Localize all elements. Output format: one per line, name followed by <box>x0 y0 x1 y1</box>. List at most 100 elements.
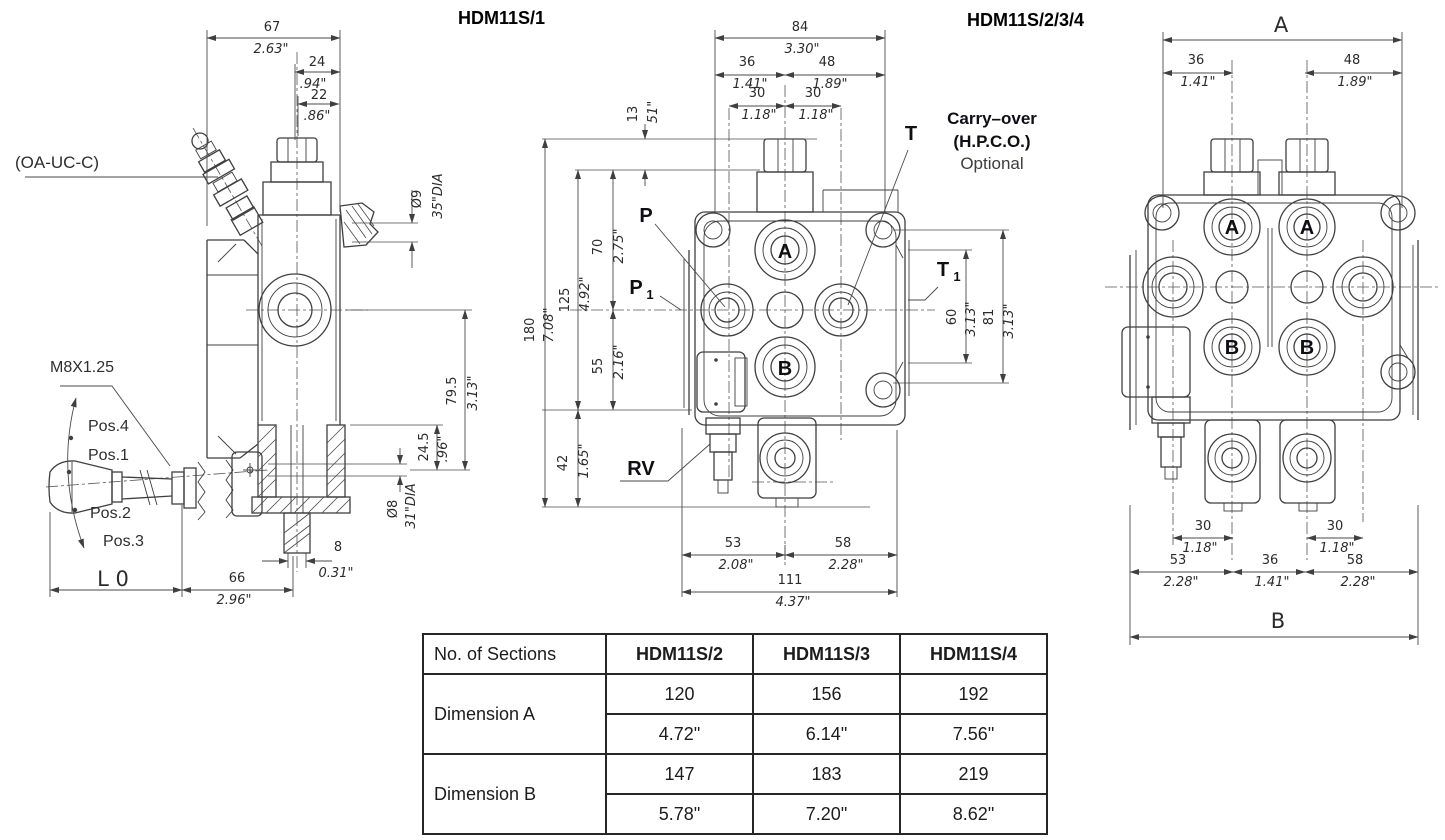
dim-53-bot-mm: 53 <box>1170 553 1187 568</box>
carry-over-title: Carry–over <box>947 109 1037 128</box>
front-view-dimensions <box>542 30 1009 597</box>
thread-callout: M8X1.25 <box>50 359 114 376</box>
table-cell-a-in-2: 4.72" <box>605 713 754 755</box>
port-b2-label: B <box>1300 337 1314 359</box>
side-view-dimensions <box>25 30 472 597</box>
table-label-dimension-b: Dimension B <box>422 753 607 835</box>
dim-24-mm: 24 <box>309 55 326 70</box>
table-cell-b-in-3: 7.20" <box>752 793 901 835</box>
carry-over-optional: Optional <box>960 154 1023 173</box>
table-header-hdm11s2: HDM11S/2 <box>605 633 754 675</box>
dim-180-mm: 180 <box>523 318 538 343</box>
relief-valve <box>191 132 264 237</box>
dim-dia8-in: 31"DIA <box>404 483 419 528</box>
table-cell-b-mm-3: 183 <box>752 753 901 795</box>
table-cell-a-mm-4: 192 <box>899 673 1048 715</box>
dim-36-top-in: 1.41" <box>1181 75 1216 90</box>
dim-111-in: 4.37" <box>776 595 811 610</box>
dim-22-in: .86" <box>304 109 331 124</box>
port-p1-subscript: 1 <box>646 287 653 302</box>
dim-53-in: 2.08" <box>719 558 754 573</box>
dim-dia9-mm: Ø9 <box>410 190 425 209</box>
pos3-label: Pos.3 <box>103 533 144 550</box>
dim-53-bot-in: 2.28" <box>1164 575 1199 590</box>
dim-30a-bot-mm: 30 <box>1195 519 1212 534</box>
dimension-table: No. of Sections HDM11S/2 HDM11S/3 HDM11S… <box>422 633 1048 835</box>
dim-22-mm: 22 <box>311 88 328 103</box>
lever-length-label: L 0 <box>97 567 129 591</box>
dim-13-mm: 13 <box>626 106 641 123</box>
front-view-hdm11s1: HDM11S/1 84 3.30" 36 1.41" 48 1.89" 30 1… <box>458 8 1037 610</box>
table-label-dimension-a: Dimension A <box>422 673 607 755</box>
dim-48-in: 1.89" <box>813 77 848 92</box>
dim-245-mm: 24.5 <box>417 433 432 462</box>
dim-58-in: 2.28" <box>829 558 864 573</box>
dim-24-in: .94" <box>300 77 327 92</box>
dim-111-mm: 111 <box>778 573 803 588</box>
pos2-label: Pos.2 <box>90 505 131 522</box>
table-row-dimension-b-inch: 5.78" 7.20" 8.62" <box>423 793 1048 835</box>
mount-flange <box>251 424 351 554</box>
dim-60-in: 3.13" <box>964 302 979 337</box>
dim-81-in: 3.13" <box>1002 304 1017 339</box>
dim-42-in: 1.65" <box>577 444 592 479</box>
view-title-hdm11s234: HDM11S/2/3/4 <box>967 10 1084 30</box>
port-t1-label: T <box>937 259 949 281</box>
side-view-drawing: (OA-UC-C) 67 2.63" 24 .94" 22 .86" Ø9 35… <box>15 20 481 608</box>
port-b-label: B <box>778 358 792 380</box>
dim-13-in: 51" <box>646 101 661 124</box>
dim-60-mm: 60 <box>945 309 960 326</box>
port-t1-subscript: 1 <box>953 269 960 284</box>
dim-30b-in: 1.18" <box>799 108 834 123</box>
side-pin-section <box>339 202 379 248</box>
dim-30a-in: 1.18" <box>742 108 777 123</box>
table-row-dimension-b-mm: Dimension B 147 183 219 <box>422 753 1048 835</box>
oa-uc-c-note: (OA-UC-C) <box>15 153 99 172</box>
dim-70-mm: 70 <box>591 239 606 256</box>
carry-over-hpco: (H.P.C.O.) <box>953 132 1030 151</box>
table-row-dimension-a-inch: 4.72" 6.14" 7.56" <box>423 713 1048 755</box>
pos4-label: Pos.4 <box>88 418 129 435</box>
dim-8-mm: 8 <box>334 540 342 555</box>
port-p1-label: P <box>629 277 642 299</box>
port-p-label: P <box>639 205 652 227</box>
dim-180-in: 7.08" <box>542 308 557 343</box>
dim-30b-mm: 30 <box>805 86 822 101</box>
dim-dia8-mm: Ø8 <box>386 500 401 519</box>
control-lever <box>48 451 263 521</box>
front-view-hdm11s234: HDM11S/2/3/4 A 36 1.41" 48 1.89" 30 1.18… <box>967 10 1440 645</box>
table-row-dimension-a-mm: Dimension A 120 156 192 <box>422 673 1048 755</box>
dim-B-label: B <box>1271 609 1285 633</box>
dim-66-in: 2.96" <box>217 593 252 608</box>
table-header-hdm11s3: HDM11S/3 <box>752 633 901 675</box>
table-header-sections: No. of Sections <box>422 633 607 675</box>
table-header-hdm11s4: HDM11S/4 <box>899 633 1048 675</box>
dim-8-in: 0.31" <box>319 566 354 581</box>
table-cell-b-mm-2: 147 <box>605 753 754 795</box>
port-b1-label: B <box>1225 337 1239 359</box>
dim-245-in: .96" <box>436 436 451 463</box>
lever-position-arc <box>66 397 85 549</box>
port-a1-label: A <box>1225 217 1239 239</box>
table-cell-b-in-2: 5.78" <box>605 793 754 835</box>
dim-795-in: 3.13" <box>466 376 481 411</box>
dim-55-in: 2.16" <box>612 345 627 380</box>
view-title-hdm11s1: HDM11S/1 <box>458 8 545 28</box>
multi-section-dimensions <box>1129 32 1419 645</box>
dim-dia9-in: 35"DIA <box>431 173 446 218</box>
pos1-label: Pos.1 <box>88 447 129 464</box>
port-t-label: T <box>905 123 917 145</box>
port-a2-label: A <box>1300 217 1314 239</box>
table-cell-b-in-4: 8.62" <box>899 793 1048 835</box>
port-a-label: A <box>778 241 792 263</box>
dim-48-top-in: 1.89" <box>1338 75 1373 90</box>
dim-A-label: A <box>1274 13 1289 37</box>
dim-36-in: 1.41" <box>733 77 768 92</box>
dim-55-mm: 55 <box>591 358 606 375</box>
dim-30a-mm: 30 <box>749 86 766 101</box>
dim-36-mm: 36 <box>739 55 756 70</box>
table-cell-a-mm-3: 156 <box>752 673 901 715</box>
dim-36-bot-mm: 36 <box>1262 553 1279 568</box>
